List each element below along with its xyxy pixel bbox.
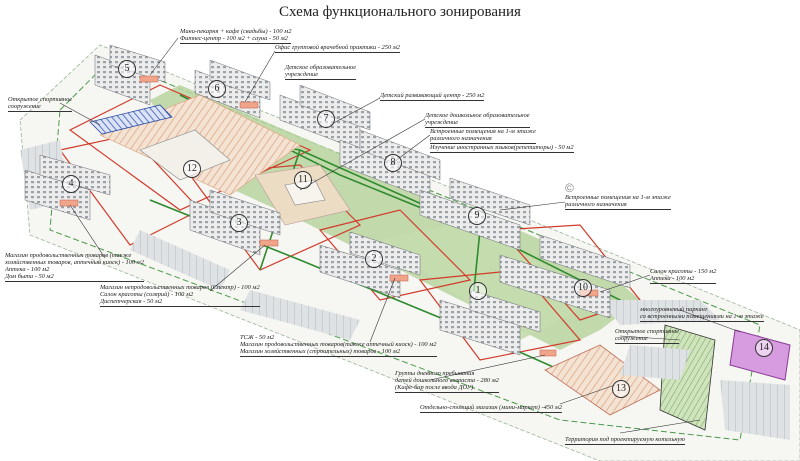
- building-number: 13: [612, 380, 630, 398]
- label-office: Офис групповой врачебной практики - 250 …: [275, 44, 401, 53]
- building-number: 5: [118, 60, 136, 78]
- building-number: 10: [574, 279, 592, 297]
- leader-lines: [59, 37, 741, 434]
- diagram-title: Схема функционального зонирования: [279, 4, 521, 20]
- label-shops-left: Магазин продовольственных товаров (также…: [5, 252, 144, 282]
- label-dev-center: Детский развивающий центр - 250 м2: [380, 92, 485, 101]
- watermark: ©: [565, 181, 574, 195]
- label-shops-mid: Магазин непродовольственных товаров (Спе…: [100, 284, 260, 307]
- building-number: 7: [317, 110, 335, 128]
- building-number: 11: [294, 171, 312, 189]
- label-boiler: Территория под проектируемую котельную: [565, 436, 685, 445]
- building-number: 12: [183, 160, 201, 178]
- building-number: 3: [230, 214, 248, 232]
- sport-field-1: [89, 104, 173, 135]
- kindergarten-area: [254, 164, 351, 226]
- building-number: 1: [469, 282, 487, 300]
- label-language: Изучение иностранных языков(репетиторы) …: [430, 144, 574, 153]
- building-number: 4: [62, 175, 80, 193]
- building-number: 2: [365, 250, 383, 268]
- label-supermarket: Отдельно-стоящий магазин (мини-маркет) -…: [420, 404, 563, 413]
- building-number: 9: [468, 207, 486, 225]
- building-number: 6: [208, 80, 226, 98]
- building-number: 8: [384, 154, 402, 172]
- building-number: 14: [755, 339, 773, 357]
- supermarket-plot: [544, 344, 661, 416]
